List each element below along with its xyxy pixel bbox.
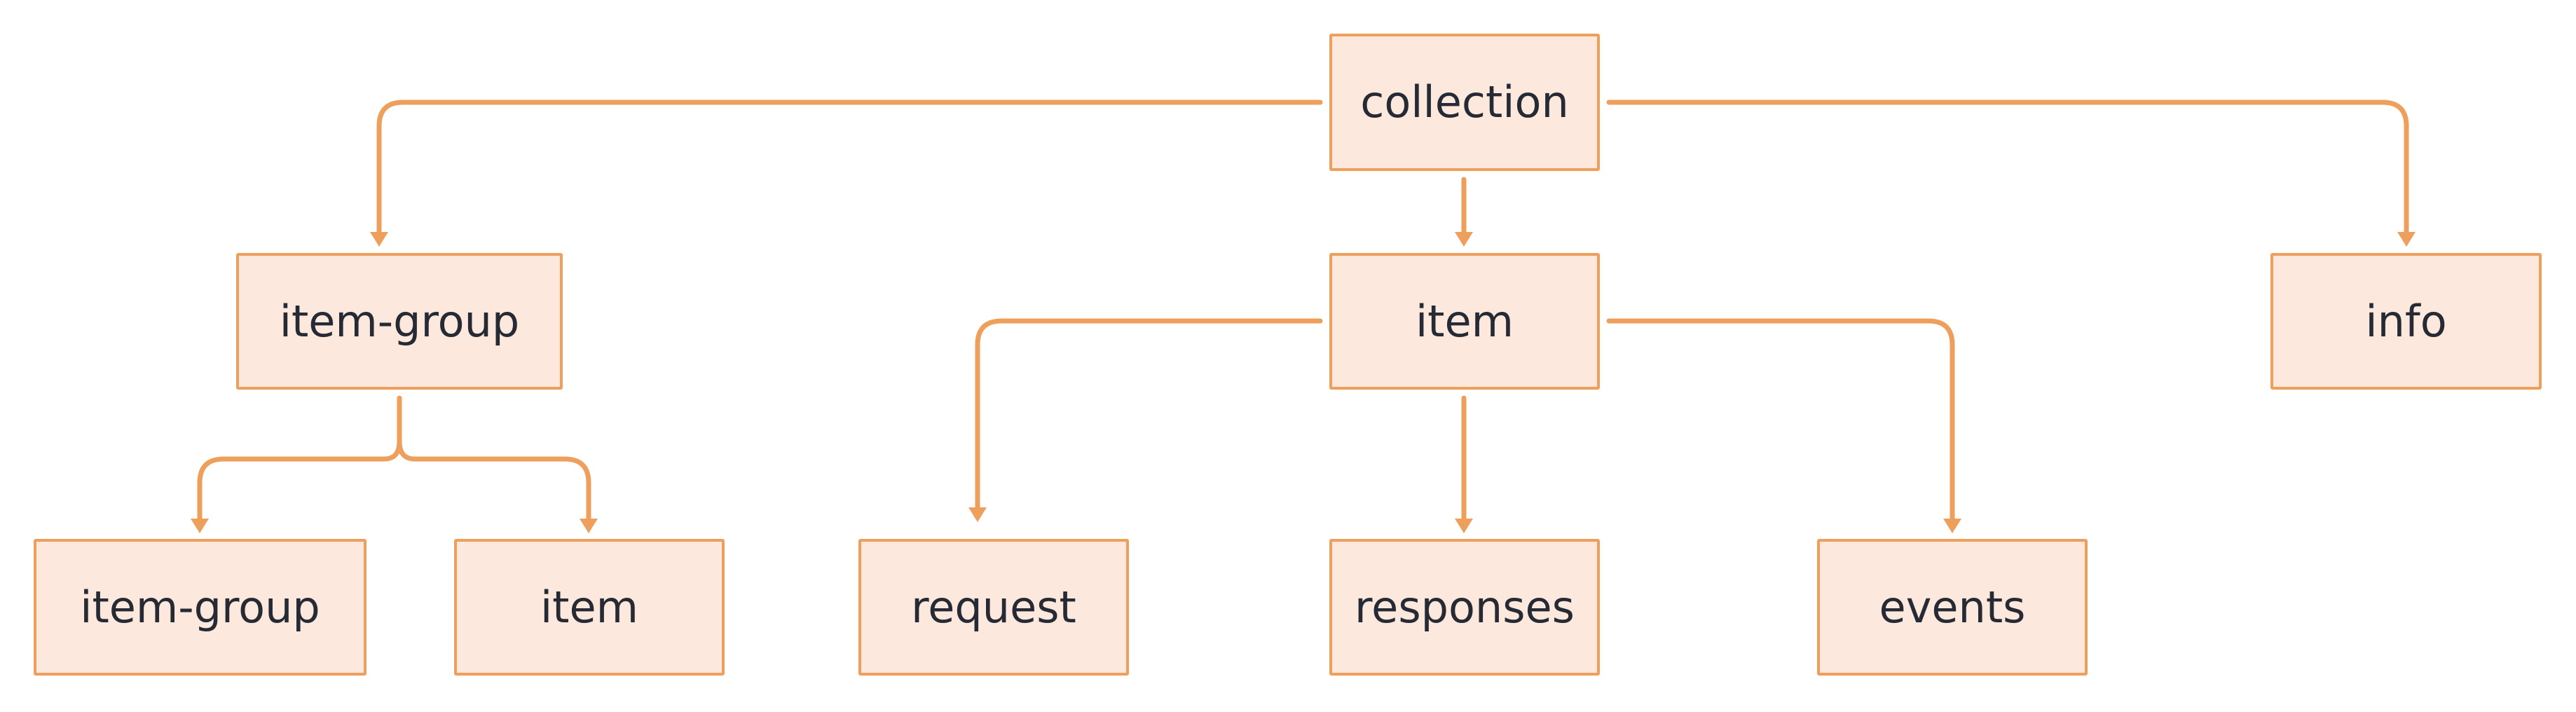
node-events: events [1817,539,2088,676]
node-info: info [2270,253,2542,390]
arrowhead-responses [1455,519,1473,533]
node-child-item-group: item-group [34,539,366,676]
arrowhead-child-item [580,519,598,533]
arrowhead-child-item-group [191,519,209,533]
edge-collection-to-info [1606,100,2409,238]
arrowhead-events [1943,519,1961,533]
arrowhead-info [2397,232,2416,247]
edge-collection-to-item-group [376,100,1323,238]
node-request: request [858,539,1129,676]
edge-item-to-events [1606,318,1955,523]
edge-item-group-branch [197,395,402,523]
node-item-group: item-group [236,253,563,390]
arrowhead-request [968,507,987,522]
edge-item-group-to-child-item [397,439,591,523]
node-child-item: item [454,539,725,676]
arrowhead-item [1455,232,1473,247]
node-item: item [1329,253,1600,390]
node-responses: responses [1329,539,1600,676]
arrowhead-item-group [370,232,388,247]
edge-item-to-request [975,318,1323,512]
node-collection: collection [1329,34,1600,171]
